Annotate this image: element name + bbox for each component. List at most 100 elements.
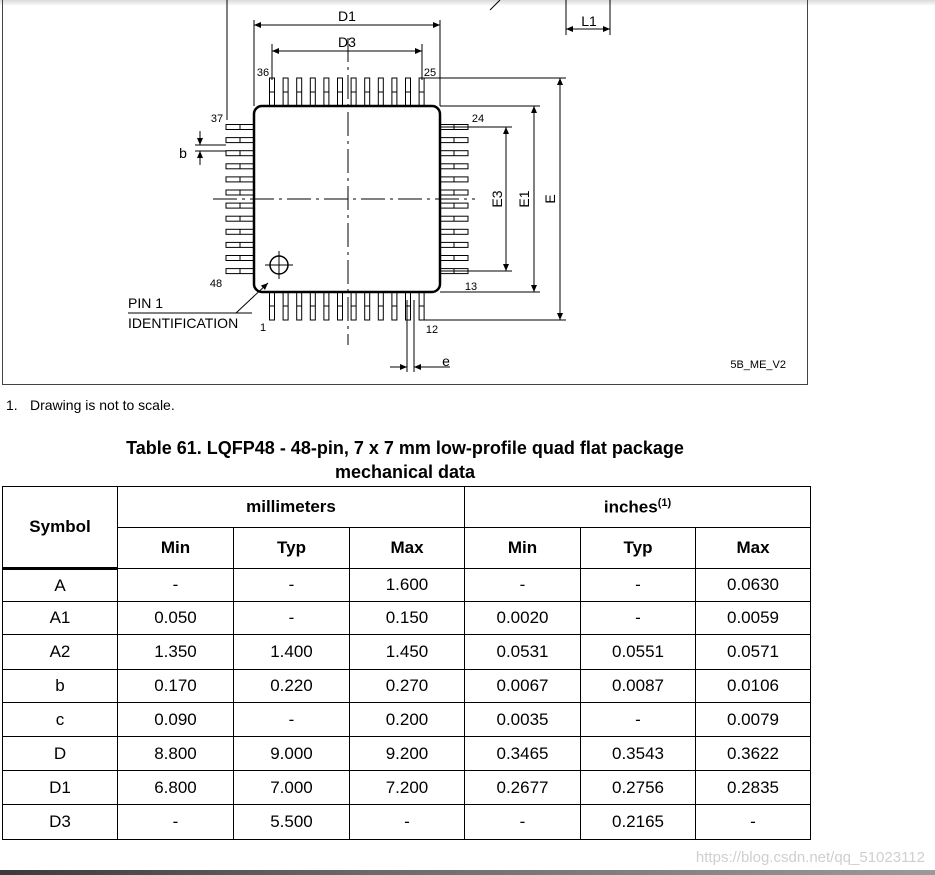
package-drawing-frame (2, 0, 808, 385)
cell-mm-min: 6.800 (117, 770, 234, 805)
cell-mm-max: 9.200 (349, 736, 465, 771)
label-pin12: 12 (426, 324, 438, 336)
label-e-pitch: e (442, 353, 450, 369)
table-row: D3-5.500--0.2165- (2, 804, 811, 840)
cell-mm-max: 1.600 (349, 568, 465, 602)
cell-symbol: c (2, 702, 118, 737)
cell-mm-min: 8.800 (117, 736, 234, 771)
label-pin48: 48 (210, 278, 222, 290)
note-text: Drawing is not to scale. (30, 397, 175, 413)
symbol-header: Symbol (2, 486, 118, 570)
millimeters-header: millimeters (117, 486, 465, 528)
cell-mm-typ: 9.000 (233, 736, 350, 771)
cell-mm-max: 7.200 (349, 770, 465, 805)
subheader-mm-typ: Typ (233, 527, 350, 569)
top-shadow-bar (0, 0, 935, 6)
cell-mm-typ: 0.220 (233, 669, 350, 703)
mechanical-data-table: Symbol millimeters inches(1) Min Typ Max… (2, 486, 811, 840)
label-pin1-id-line1: PIN 1 (128, 295, 163, 311)
cell-mm-min: 0.170 (117, 669, 234, 703)
label-pin24: 24 (472, 113, 484, 125)
cell-in-max: 0.0079 (695, 702, 811, 737)
label-e3: E3 (489, 190, 505, 207)
cell-symbol: D (2, 736, 118, 771)
inches-header: inches(1) (464, 486, 811, 528)
cell-mm-typ: - (233, 702, 350, 737)
cell-mm-max: 0.270 (349, 669, 465, 703)
lqfp48-package-drawing: D1 D3 L1 E3 E1 E b e 36 25 37 24 48 13 1… (128, 0, 786, 372)
cell-symbol: A2 (2, 634, 118, 670)
subheader-in-min: Min (464, 527, 581, 569)
cell-symbol: b (2, 669, 118, 703)
label-e: E (542, 194, 558, 203)
cell-in-typ: 0.3543 (580, 736, 696, 771)
subheader-mm-max: Max (349, 527, 465, 569)
cell-in-typ: 0.2756 (580, 770, 696, 805)
watermark: https://blog.csdn.net/qq_51023112 (695, 849, 925, 866)
inches-header-label: inches (603, 497, 658, 517)
cell-in-min: 0.0035 (464, 702, 581, 737)
cell-mm-max: - (349, 804, 465, 840)
cell-mm-min: 1.350 (117, 634, 234, 670)
cell-mm-min: - (117, 568, 234, 602)
drawing-note: 1. Drawing is not to scale. (6, 397, 175, 413)
cell-in-min: - (464, 804, 581, 840)
cell-in-max: 0.0059 (695, 601, 811, 635)
drawing-reference-code: 5B_ME_V2 (730, 359, 786, 371)
cell-symbol: A1 (2, 601, 118, 635)
cell-symbol: A (2, 568, 118, 602)
cell-mm-typ: - (233, 568, 350, 602)
label-pin13: 13 (465, 281, 477, 293)
cell-symbol: D3 (2, 804, 118, 840)
cell-in-max: 0.3622 (695, 736, 811, 771)
cell-in-typ: - (580, 568, 696, 602)
label-pin1: 1 (260, 322, 266, 334)
subheader-in-typ: Typ (580, 527, 696, 569)
cell-in-max: 0.0571 (695, 634, 811, 670)
cell-in-typ: 0.0551 (580, 634, 696, 670)
cell-mm-max: 0.150 (349, 601, 465, 635)
cell-mm-typ: 1.400 (233, 634, 350, 670)
table-caption: Table 61. LQFP48 - 48-pin, 7 x 7 mm low-… (0, 436, 810, 484)
cell-mm-max: 1.450 (349, 634, 465, 670)
cell-in-min: 0.3465 (464, 736, 581, 771)
label-d1: D1 (338, 8, 356, 24)
subheader-in-max: Max (695, 527, 811, 569)
note-number: 1. (6, 397, 18, 413)
cell-in-min: 0.0531 (464, 634, 581, 670)
caption-line1: Table 61. LQFP48 - 48-pin, 7 x 7 mm low-… (126, 438, 684, 458)
label-pin37: 37 (211, 113, 223, 125)
cell-in-min: - (464, 568, 581, 602)
label-l1: L1 (581, 13, 597, 29)
label-pin36: 36 (257, 67, 269, 79)
cell-mm-typ: - (233, 601, 350, 635)
cell-in-min: 0.0020 (464, 601, 581, 635)
label-pin25: 25 (424, 67, 436, 79)
cell-mm-max: 0.200 (349, 702, 465, 737)
subheader-mm-min: Min (117, 527, 234, 569)
cell-in-min: 0.0067 (464, 669, 581, 703)
label-e1: E1 (516, 190, 532, 207)
cell-in-typ: 0.0087 (580, 669, 696, 703)
cell-symbol: D1 (2, 770, 118, 805)
caption-line2: mechanical data (334, 462, 476, 482)
cell-mm-min: 0.090 (117, 702, 234, 737)
inches-footnote-ref: (1) (657, 496, 672, 509)
cell-mm-typ: 5.500 (233, 804, 350, 840)
label-d3: D3 (338, 34, 356, 50)
cell-in-min: 0.2677 (464, 770, 581, 805)
cell-in-max: - (695, 804, 811, 840)
cell-in-typ: 0.2165 (580, 804, 696, 840)
cell-in-max: 0.2835 (695, 770, 811, 805)
cell-mm-min: - (117, 804, 234, 840)
cell-in-max: 0.0106 (695, 669, 811, 703)
cell-mm-typ: 7.000 (233, 770, 350, 805)
cell-in-typ: - (580, 702, 696, 737)
label-b: b (179, 145, 187, 161)
